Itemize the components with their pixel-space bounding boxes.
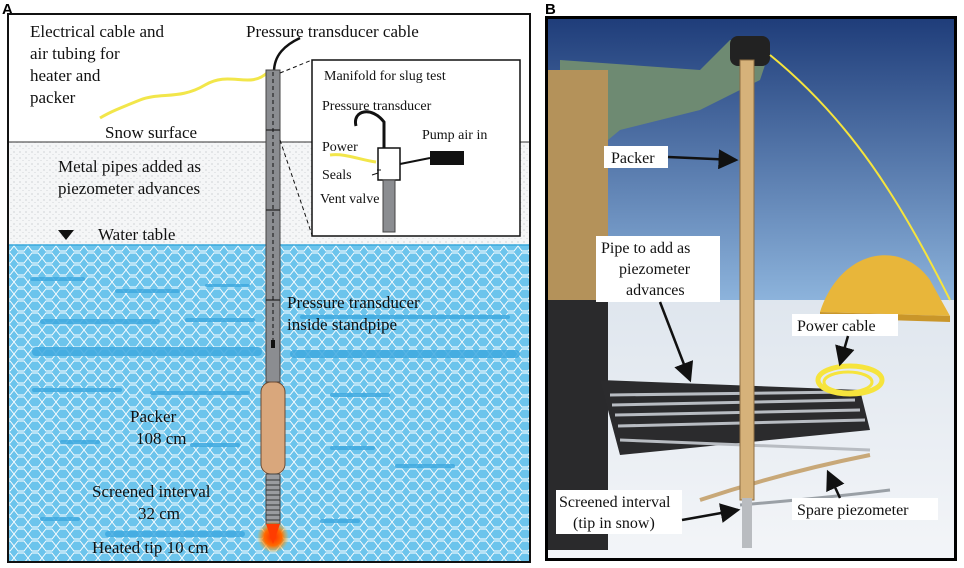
inset-connector-bottom xyxy=(279,139,313,236)
panel-b: B xyxy=(545,1,957,561)
cable-label-line2: air tubing for xyxy=(30,44,120,63)
power-arrow xyxy=(835,335,855,367)
screened-label-line1: Screened interval xyxy=(92,482,211,501)
inset-seals: Seals xyxy=(322,168,352,183)
inset-power: Power xyxy=(322,140,358,155)
cable-label-line1: Electrical cable and xyxy=(30,22,165,41)
pipe-arrow xyxy=(658,301,694,383)
screened-interval xyxy=(265,473,281,525)
water-table-symbol xyxy=(58,230,74,240)
panel-b-label: B xyxy=(545,1,556,18)
snow-surface-label: Snow surface xyxy=(105,123,197,142)
photo-packer-label: Packer xyxy=(611,150,655,167)
cable-label-line3: heater and xyxy=(30,66,101,85)
screened-label-line2: 32 cm xyxy=(138,504,180,523)
packer-label-line2: 108 cm xyxy=(136,429,187,448)
heated-tip-label: Heated tip 10 cm xyxy=(92,538,209,557)
manifold-inset xyxy=(311,59,521,237)
photo-spare: Spare piezometer xyxy=(797,502,909,519)
photo-pipe-line3: advances xyxy=(626,282,685,299)
packer-label-box xyxy=(604,146,668,168)
cable-label-line4: packer xyxy=(30,88,76,107)
panel-a: A xyxy=(2,1,531,563)
power-cable-box xyxy=(792,314,898,336)
spare-box xyxy=(792,498,938,520)
spare-arrow xyxy=(826,469,845,499)
inset-vent-valve: Vent valve xyxy=(320,192,379,207)
screened-arrow xyxy=(681,503,741,523)
panel-a-label: A xyxy=(2,1,13,18)
inset-pump-air: Pump air in xyxy=(422,128,487,143)
metal-pipes-line1: Metal pipes added as xyxy=(58,157,201,176)
transducer-inside xyxy=(271,340,275,348)
pipe-label-box xyxy=(596,236,720,302)
photo-screened-line2: (tip in snow) xyxy=(573,515,655,532)
heated-tip xyxy=(266,524,280,544)
pressure-inside-line1: Pressure transducer xyxy=(287,293,420,312)
metal-pipes-line2: piezometer advances xyxy=(58,179,200,198)
packer-arrow xyxy=(667,149,739,170)
screen-ridges xyxy=(266,479,280,521)
packer xyxy=(260,381,286,475)
photo-screened-line1: Screened interval xyxy=(559,494,671,511)
pressure-cable xyxy=(272,36,301,73)
packer-label-line1: Packer xyxy=(130,407,177,426)
panel-a-frame xyxy=(7,13,531,563)
water-table-label: Water table xyxy=(98,225,175,244)
inset-title: Manifold for slug test xyxy=(324,69,446,84)
photo-pipe-line1: Pipe to add as xyxy=(601,240,690,257)
electrical-cable xyxy=(99,70,270,120)
photo-pipe-line2: piezometer xyxy=(619,261,691,278)
screened-box xyxy=(556,490,682,534)
inset-connector-top xyxy=(279,59,313,74)
photo-power-cable: Power cable xyxy=(797,318,876,335)
pressure-inside-line2: inside standpipe xyxy=(287,315,397,334)
ice-lenses xyxy=(30,277,520,537)
pressure-cable-label: Pressure transducer cable xyxy=(246,22,419,41)
inset-pressure-transducer: Pressure transducer xyxy=(322,99,432,114)
